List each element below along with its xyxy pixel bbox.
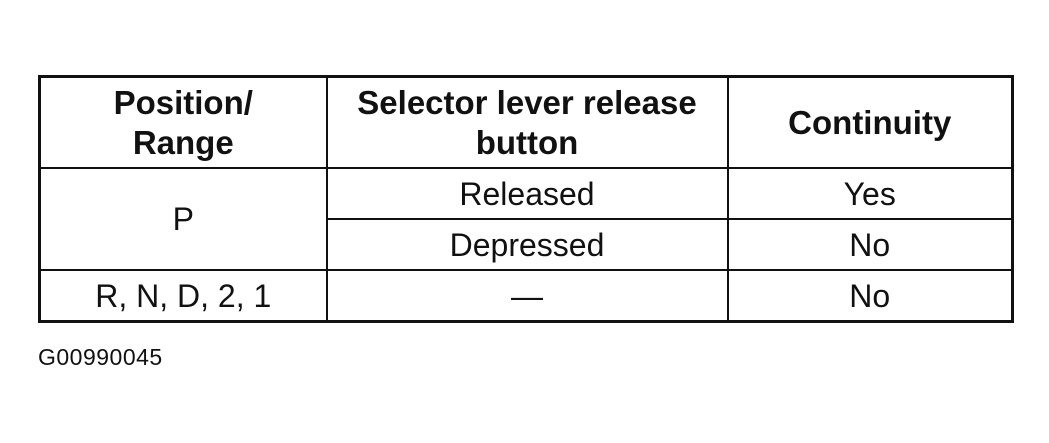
table-row: P Released Yes (38, 167, 1014, 271)
header-position-range: Position/ Range (38, 75, 328, 169)
continuity-table: Position/ Range Selector lever release b… (38, 75, 1014, 323)
header-position-line2: Range (132, 123, 234, 161)
cell-position: R, N, D, 2, 1 (38, 269, 328, 323)
cell-continuity: Yes (726, 167, 1014, 220)
table-header-row: Position/ Range Selector lever release b… (38, 75, 1014, 169)
header-continuity: Continuity (726, 75, 1014, 169)
cell-button: — (325, 269, 729, 323)
header-button-line2: button (475, 123, 579, 161)
table-row: Depressed No (40, 218, 1014, 271)
cell-continuity: No (726, 269, 1014, 323)
table-row: R, N, D, 2, 1 — No (38, 269, 1014, 323)
header-position-line1: Position/ (113, 83, 253, 121)
cell-button: Released (325, 167, 729, 220)
cell-position: P (38, 167, 328, 271)
cell-button: Depressed (325, 218, 729, 271)
figure-code: G00990045 (38, 344, 163, 370)
header-button-line1: Selector lever release (357, 83, 697, 121)
header-selector-button: Selector lever release button (325, 75, 729, 169)
cell-continuity: No (726, 218, 1014, 271)
